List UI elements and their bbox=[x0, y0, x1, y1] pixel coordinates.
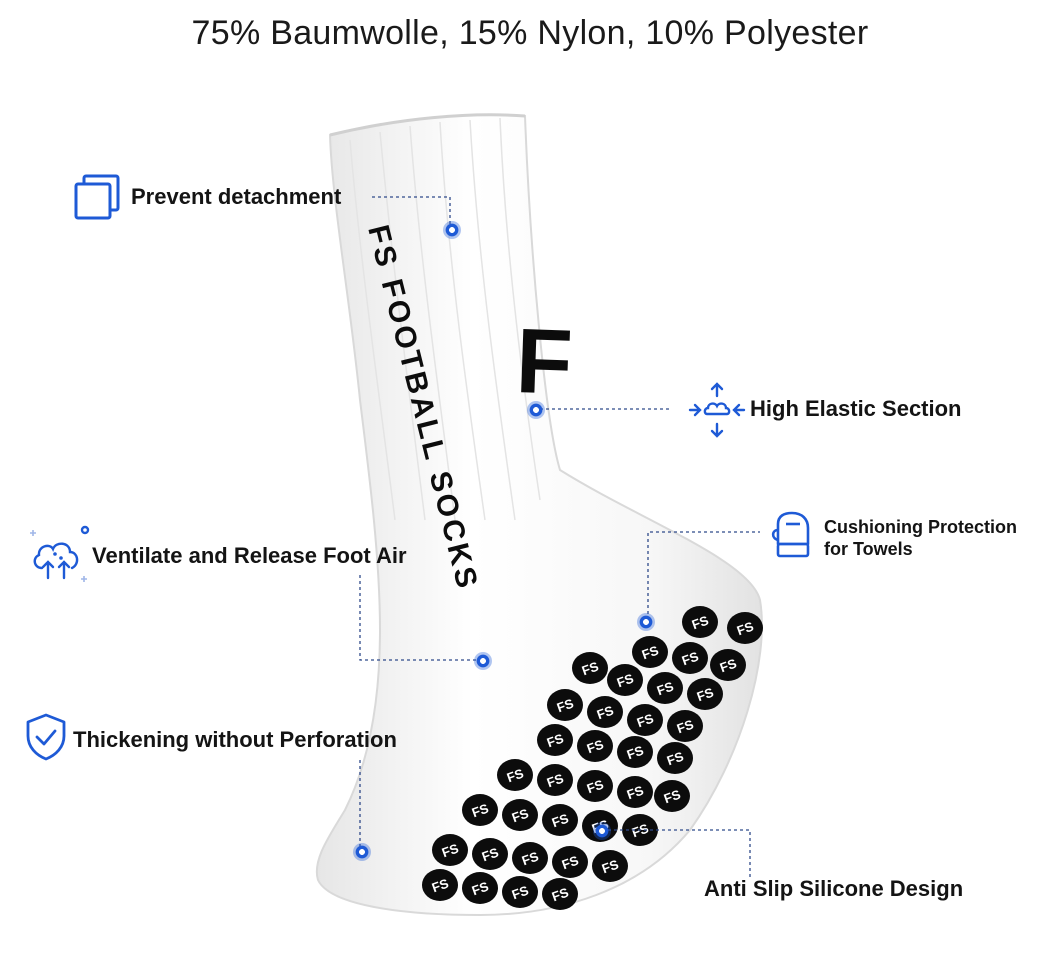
label-thickening: Thickening without Perforation bbox=[73, 727, 397, 752]
grip-dot-label: FS bbox=[625, 782, 646, 802]
grip-dot-label: FS bbox=[640, 642, 661, 662]
grip-dot bbox=[422, 869, 458, 901]
grip-dot-label: FS bbox=[580, 658, 601, 678]
hotspot-prevent-detachment bbox=[443, 221, 461, 239]
page-title: 75% Baumwolle, 15% Nylon, 10% Polyester bbox=[191, 14, 869, 52]
grip-dot bbox=[657, 742, 693, 774]
shield-check-icon bbox=[26, 713, 66, 761]
label-cushioning-line2: for Towels bbox=[824, 539, 913, 559]
hotspot-cushioning bbox=[637, 613, 655, 631]
grip-dot-label: FS bbox=[675, 716, 696, 736]
grip-dot bbox=[432, 834, 468, 866]
sock-ribs bbox=[349, 117, 541, 521]
grip-dot-label: FS bbox=[505, 765, 526, 785]
grip-dot bbox=[462, 872, 498, 904]
grip-dot bbox=[502, 799, 538, 831]
ventilation-cloud-icon bbox=[30, 525, 90, 582]
squares-icon bbox=[74, 174, 120, 220]
grip-dot bbox=[632, 636, 668, 668]
grip-dot bbox=[667, 710, 703, 742]
grip-dot-label: FS bbox=[555, 695, 576, 715]
label-high-elastic: High Elastic Section bbox=[750, 396, 962, 421]
grip-dot-label: FS bbox=[480, 844, 501, 864]
grip-dot bbox=[710, 649, 746, 681]
grip-dot bbox=[577, 730, 613, 762]
grip-dot-label: FS bbox=[695, 684, 716, 704]
grip-dot-label: FS bbox=[735, 618, 756, 638]
grip-dot-label: FS bbox=[545, 770, 566, 790]
grip-dot-label: FS bbox=[470, 878, 491, 898]
grip-dot-label: FS bbox=[510, 882, 531, 902]
hotspot-anti-slip bbox=[593, 822, 611, 840]
grip-dot-label: FS bbox=[470, 800, 491, 820]
grip-dot-label: FS bbox=[680, 648, 701, 668]
grip-dot-label: FS bbox=[520, 848, 541, 868]
grip-dot bbox=[672, 642, 708, 674]
grip-dot bbox=[617, 776, 653, 808]
label-prevent-detachment: Prevent detachment bbox=[131, 184, 342, 209]
grip-dot-label: FS bbox=[718, 655, 739, 675]
grip-dot bbox=[654, 780, 690, 812]
grip-dot bbox=[572, 652, 608, 684]
grip-dot-label: FS bbox=[550, 884, 571, 904]
label-ventilate: Ventilate and Release Foot Air bbox=[92, 543, 407, 568]
sock-logo: F bbox=[514, 310, 574, 414]
grip-dot-label: FS bbox=[635, 710, 656, 730]
grip-dot-label: FS bbox=[440, 840, 461, 860]
hotspot-ventilate bbox=[474, 652, 492, 670]
grip-dot-label: FS bbox=[662, 786, 683, 806]
grip-dot-label: FS bbox=[665, 748, 686, 768]
grip-dot-label: FS bbox=[560, 852, 581, 872]
grip-dot-label: FS bbox=[625, 742, 646, 762]
grip-dot bbox=[607, 664, 643, 696]
grip-dot bbox=[537, 764, 573, 796]
grip-dot-label: FS bbox=[585, 736, 606, 756]
grip-dot-label: FS bbox=[430, 875, 451, 895]
grip-dot bbox=[547, 689, 583, 721]
grip-dot-label: FS bbox=[585, 776, 606, 796]
grip-dot-label: FS bbox=[545, 730, 566, 750]
grip-dot bbox=[512, 842, 548, 874]
grip-dot-label: FS bbox=[550, 810, 571, 830]
grip-dot-label: FS bbox=[595, 702, 616, 722]
grip-dot bbox=[472, 838, 508, 870]
grip-dot bbox=[627, 704, 663, 736]
boxing-glove-icon bbox=[771, 511, 810, 558]
grip-dot bbox=[502, 876, 538, 908]
grip-dot bbox=[727, 612, 763, 644]
grip-dot bbox=[462, 794, 498, 826]
grip-dot bbox=[552, 846, 588, 878]
label-anti-slip: Anti Slip Silicone Design bbox=[704, 876, 964, 901]
label-cushioning-line1: Cushioning Protection bbox=[824, 517, 1017, 537]
grip-dot bbox=[577, 770, 613, 802]
grip-dot bbox=[537, 724, 573, 756]
grip-dot-label: FS bbox=[655, 678, 676, 698]
elastic-arrows-icon bbox=[688, 382, 746, 438]
grip-dot bbox=[542, 804, 578, 836]
grip-dot bbox=[542, 878, 578, 910]
grip-dot-label: FS bbox=[615, 670, 636, 690]
grip-dot bbox=[587, 696, 623, 728]
grip-dot-label: FS bbox=[510, 805, 531, 825]
grip-dot bbox=[617, 736, 653, 768]
grip-dot bbox=[687, 678, 723, 710]
hotspot-high-elastic bbox=[527, 401, 545, 419]
grip-dot bbox=[647, 672, 683, 704]
grip-dot bbox=[497, 759, 533, 791]
hotspot-thickening bbox=[353, 843, 371, 861]
